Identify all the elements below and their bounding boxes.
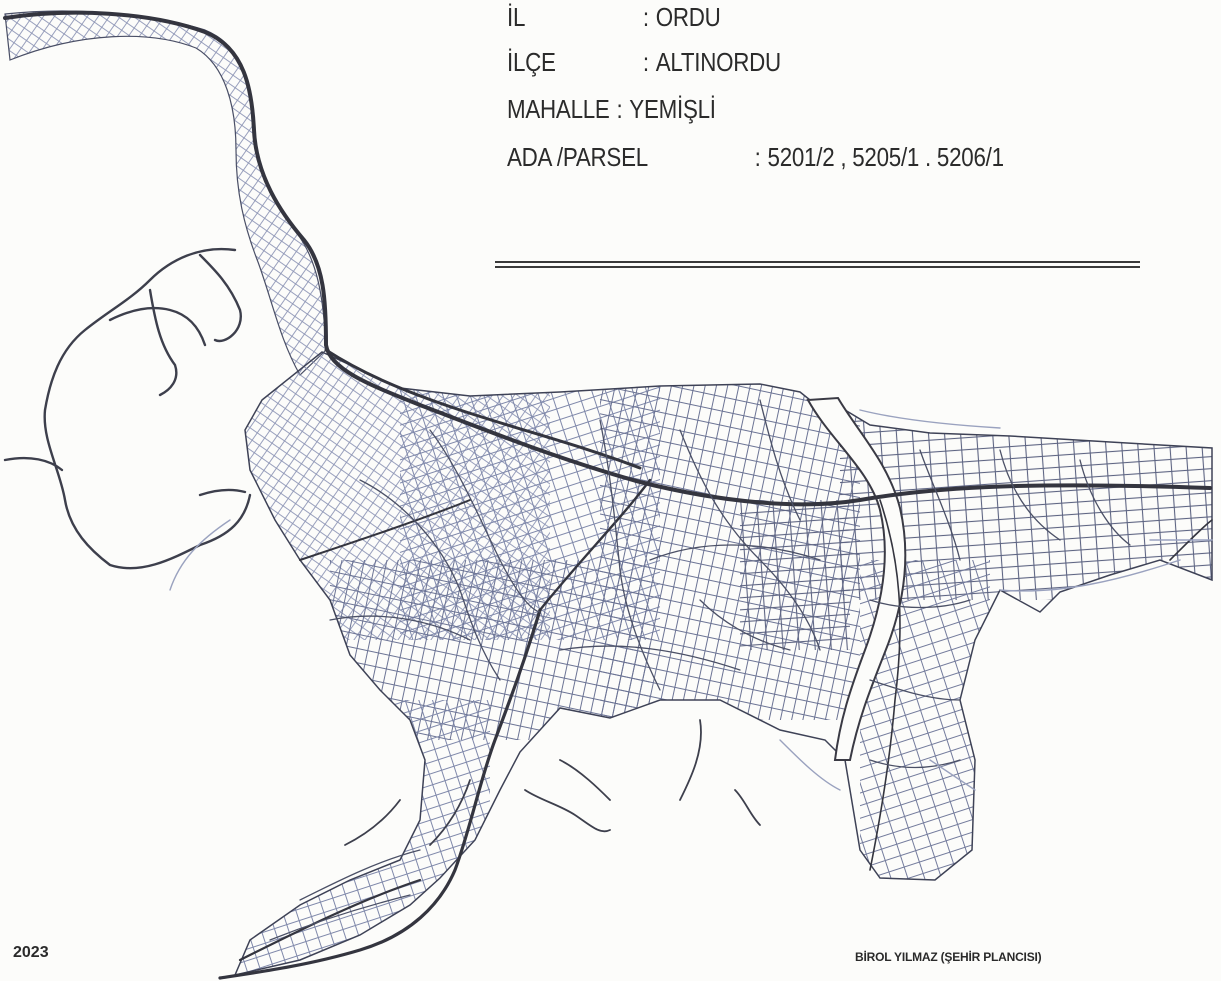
ilce-separator: : <box>642 47 649 77</box>
ada-parsel-separator: : <box>754 142 761 172</box>
major-roads <box>3 10 1213 980</box>
author-label: BİROL YILMAZ (ŞEHİR PLANCISI) <box>855 950 1042 964</box>
ilce-label: İLÇE <box>507 47 556 77</box>
year-label: 2023 <box>13 944 49 961</box>
ada-parsel-label: ADA /PARSEL <box>507 142 648 172</box>
ada-parsel-value: 5201/2 , 5205/1 . 5206/1 <box>767 142 1005 172</box>
river-channel <box>806 396 907 761</box>
il-separator: : <box>642 2 649 32</box>
il-value: ORDU <box>655 2 721 32</box>
header-divider <box>495 261 1140 268</box>
il-label: İL <box>507 2 526 32</box>
ilce-value: ALTINORDU <box>655 47 781 77</box>
city-street-grid <box>235 352 1212 975</box>
mahalle-label: MAHALLE <box>507 94 610 124</box>
info-row-mahalle: MAHALLE:YEMİŞLİ <box>507 94 716 125</box>
rural-roads-west <box>3 247 252 570</box>
mahalle-separator: : <box>616 94 623 124</box>
info-row-ilce: İLÇE:ALTINORDU <box>507 47 781 78</box>
info-row-il: İL:ORDU <box>507 2 721 33</box>
rural-roads-south <box>344 719 761 846</box>
secondary-streets <box>269 399 1131 941</box>
mahalle-value: YEMİŞLİ <box>629 94 716 124</box>
coastal-strip-blocks <box>4 10 327 376</box>
minor-streets <box>169 409 1213 791</box>
info-row-ada-parsel: ADA /PARSEL:5201/2 , 5205/1 . 5206/1 <box>507 142 1004 173</box>
city-outline <box>233 351 1213 977</box>
